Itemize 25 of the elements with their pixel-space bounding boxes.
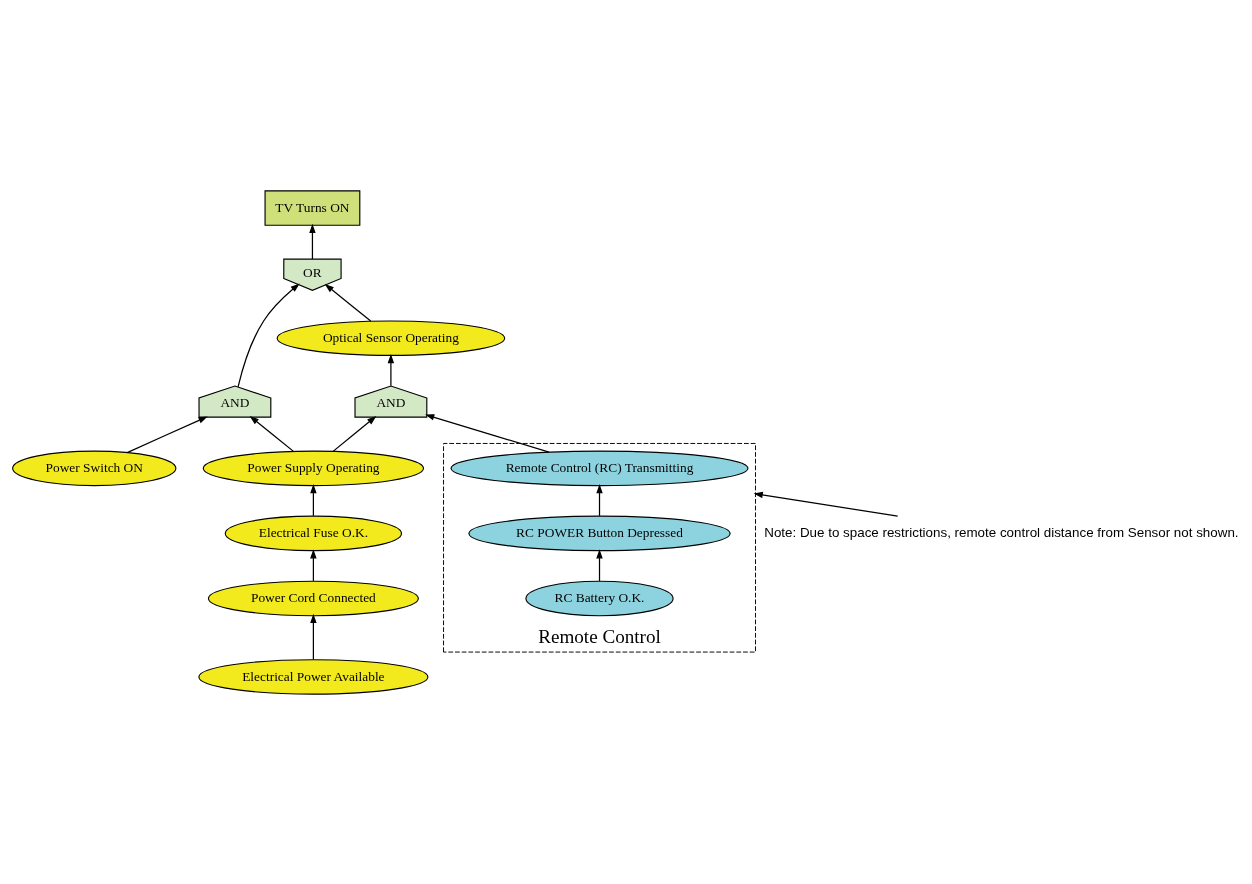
node-ellipse: Remote Control (RC) Transmitting <box>450 450 749 486</box>
arrow <box>596 548 603 582</box>
arrow <box>324 283 372 322</box>
node-ellipse: Power Cord Connected <box>207 580 419 616</box>
arrow <box>310 613 317 660</box>
arrow <box>309 223 316 260</box>
node-ellipse: RC POWER Button Depressed <box>468 515 731 551</box>
node-box: TV Turns ON <box>264 189 361 226</box>
arrow <box>425 413 550 453</box>
arrow <box>126 415 208 453</box>
arrow <box>753 491 899 517</box>
arrow <box>596 483 603 516</box>
node-ellipse: Power Supply Operating <box>202 450 425 486</box>
arrow <box>332 415 377 452</box>
node-ellipse: Electrical Power Available <box>198 658 429 695</box>
node-ellipse: Optical Sensor Operating <box>276 319 506 356</box>
arrow <box>387 353 395 386</box>
arrow <box>310 548 317 582</box>
node-ellipse: Electrical Fuse O.K. <box>224 515 403 551</box>
arrow <box>310 483 317 516</box>
arrow <box>249 415 294 452</box>
node-ellipse: RC Battery O.K. <box>525 580 674 616</box>
arrow <box>237 282 300 388</box>
node-text: Note: Due to space restrictions, remote control distance from Sensor not shown. <box>764 524 1239 540</box>
node-ellipse: Power Switch ON <box>12 450 177 486</box>
